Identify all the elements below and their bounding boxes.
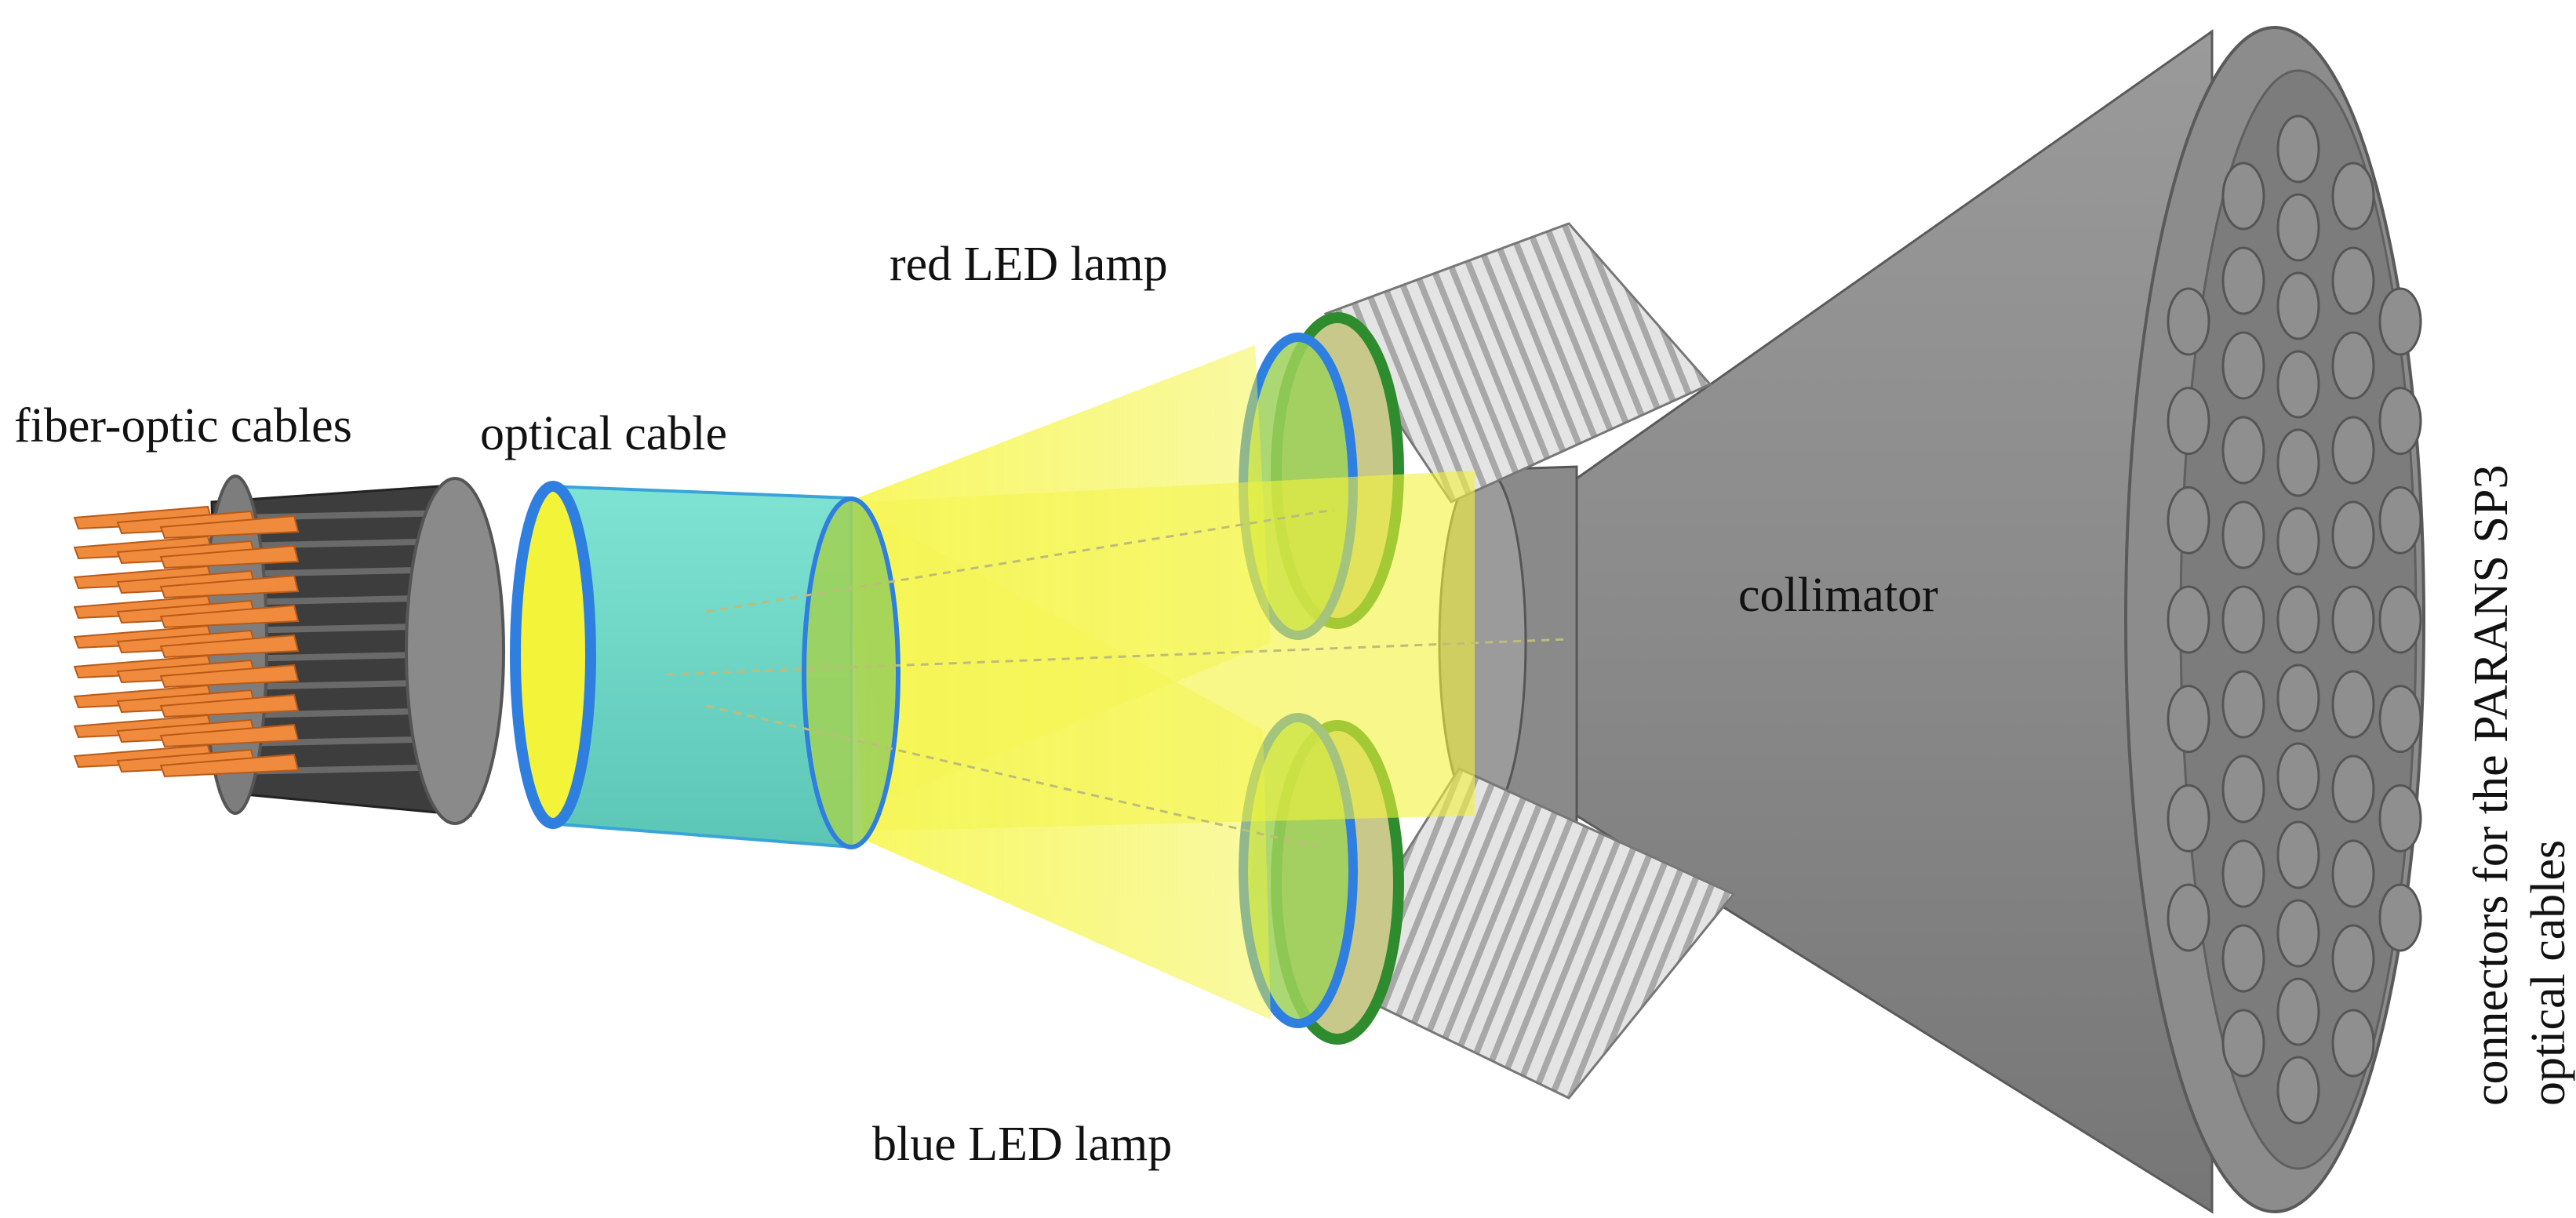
optical-cable-front-lens xyxy=(802,496,901,849)
connector-tube xyxy=(2221,924,2265,993)
connector-tube xyxy=(2221,500,2265,569)
label-collimator: collimator xyxy=(1738,569,1938,622)
beam-to-collimator xyxy=(863,471,1475,831)
fiber-tip xyxy=(159,544,300,569)
connector-tube xyxy=(2167,485,2210,554)
connector-tube xyxy=(2221,754,2265,824)
connector-tube xyxy=(2276,664,2320,733)
label-connectors: connectors for the PARANS SP3 optical ca… xyxy=(2463,464,2576,1106)
connector-tubes xyxy=(2167,115,2422,1125)
connector-tube xyxy=(2276,271,2320,340)
connector-tube xyxy=(2378,685,2422,754)
optical-cable-back-ring xyxy=(510,481,596,829)
fiber-tip xyxy=(159,723,300,748)
connector-tube xyxy=(2331,416,2375,485)
holder-front-flange xyxy=(405,477,505,825)
fiber-tip xyxy=(159,604,300,629)
connector-tube xyxy=(2331,500,2375,569)
connector-tube xyxy=(2331,162,2375,231)
label-connectors-line2: optical cables xyxy=(2522,839,2576,1106)
connector-tube xyxy=(2276,428,2320,497)
connector-tube xyxy=(2221,162,2265,231)
connector-tube xyxy=(2167,585,2210,654)
connector-tube xyxy=(2221,585,2265,654)
connector-tube xyxy=(2276,899,2320,968)
fiber-tip xyxy=(159,753,300,778)
connector-tube xyxy=(2276,193,2320,262)
fiber-tip xyxy=(159,514,300,540)
fiber-bundle-holder xyxy=(202,474,505,825)
connector-tube xyxy=(2276,585,2320,654)
connector-tube xyxy=(2167,387,2210,456)
blue-lamp-heatsink xyxy=(1323,767,1736,1100)
label-red-led-lamp: red LED lamp xyxy=(890,238,1168,291)
red-lamp-heatsink xyxy=(1323,222,1712,504)
label-fiber-optic-cables: fiber-optic cables xyxy=(14,399,352,453)
connector-tube xyxy=(2276,742,2320,811)
connector-tube xyxy=(2378,585,2422,654)
fiber-tip xyxy=(159,634,300,659)
connector-tube xyxy=(2221,670,2265,739)
connector-tube xyxy=(2221,331,2265,400)
connector-tube xyxy=(2276,820,2320,889)
connector-tube xyxy=(2276,1056,2320,1125)
connector-tube xyxy=(2167,784,2210,853)
fiber-tip xyxy=(159,574,300,599)
optical-cable xyxy=(510,481,901,849)
connector-tube xyxy=(2331,839,2375,908)
label-optical-cable: optical cable xyxy=(480,407,727,460)
connector-tube xyxy=(2331,246,2375,315)
connector-tube xyxy=(2276,507,2320,576)
fiber-tip xyxy=(159,693,300,718)
connector-tube xyxy=(2378,387,2422,456)
connector-tube xyxy=(2221,416,2265,485)
connector-tube xyxy=(2276,115,2320,184)
connector-tube xyxy=(2331,1009,2375,1078)
fiber-optic-tips xyxy=(73,505,300,778)
connector-tube xyxy=(2167,883,2210,952)
ray-lines xyxy=(666,508,1570,849)
connector-tube xyxy=(2378,784,2422,853)
connector-tube xyxy=(2276,977,2320,1046)
connector-tube xyxy=(2221,1009,2265,1078)
connector-tube xyxy=(2331,585,2375,654)
connector-tube xyxy=(2331,670,2375,739)
connector-tube xyxy=(2276,350,2320,419)
fiber-tip xyxy=(159,664,300,689)
connector-tube xyxy=(2167,685,2210,754)
connector-tube xyxy=(2331,924,2375,993)
connector-tube xyxy=(2331,331,2375,400)
connector-tube xyxy=(2331,754,2375,824)
connector-tube xyxy=(2378,287,2422,356)
connector-tube xyxy=(2167,287,2210,356)
connector-tube xyxy=(2378,485,2422,554)
label-connectors-line1: connectors for the PARANS SP3 xyxy=(2465,464,2518,1106)
connector-tube xyxy=(2221,246,2265,315)
connector-tube xyxy=(2221,839,2265,908)
bundle-stripe xyxy=(235,510,452,521)
label-blue-led-lamp: blue LED lamp xyxy=(872,1118,1173,1171)
connector-tube xyxy=(2378,883,2422,952)
bundle-stripe xyxy=(235,538,452,549)
